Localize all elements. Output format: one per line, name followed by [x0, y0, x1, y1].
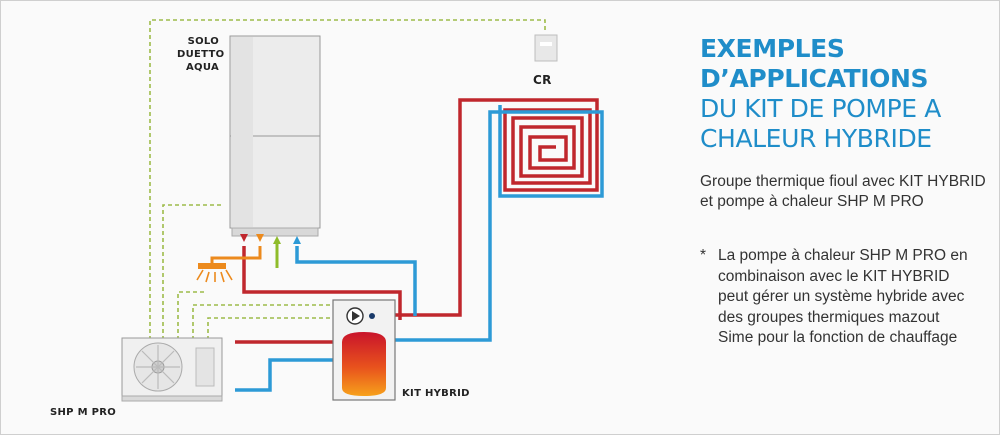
- controller-label: CR: [533, 73, 552, 87]
- boiler-label: SOLO DUETTO AQUA: [177, 35, 225, 74]
- cold-pipes: [235, 105, 604, 392]
- boiler-unit: [229, 35, 321, 244]
- footnote-text: La pompe à chaleur SHP M PRO en combinai…: [718, 247, 968, 346]
- dhw-pipe: [196, 246, 262, 283]
- subtitle: Groupe thermique fioul avec KIT HYBRID e…: [700, 173, 986, 210]
- title-line1: EXEMPLES: [700, 34, 845, 63]
- boiler-label-line3: AQUA: [186, 62, 219, 73]
- control-wires: [149, 19, 546, 340]
- heat-pump-unit: [121, 337, 223, 402]
- heat-pump-label: SHP M PRO: [50, 407, 117, 418]
- title-line4: CHALEUR HYBRIDE: [700, 124, 932, 153]
- kit-hybrid: [332, 299, 396, 401]
- title-line3: DU KIT DE POMPE A: [700, 94, 941, 123]
- page-title: EXEMPLES D’APPLICATIONS DU KIT DE POMPE …: [700, 34, 990, 154]
- boiler-label-line1: SOLO: [187, 36, 219, 47]
- hot-pipes: [235, 98, 599, 344]
- kit-hybrid-label: KIT HYBRID: [402, 388, 470, 399]
- boiler-label-line2: DUETTO: [177, 49, 225, 60]
- title-line2: D’APPLICATIONS: [700, 64, 929, 93]
- footnote-marker: *: [700, 247, 707, 264]
- controller-cr: [534, 34, 558, 62]
